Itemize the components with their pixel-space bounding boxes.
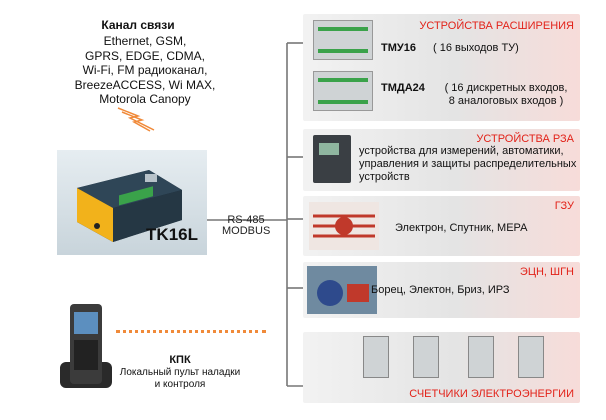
tmu16-desc: ( 16 выходов ТУ) — [433, 42, 519, 54]
bus-protocol-line: MODBUS — [222, 225, 271, 237]
comm-channel-list: Ethernet, GSM, GPRS, EDGE, CDMA, Wi-Fi, … — [45, 34, 245, 107]
meter-icon — [363, 336, 389, 378]
bus-label: RS-485 MODBUS — [222, 215, 270, 237]
comm-line: Ethernet, GSM, — [103, 34, 187, 48]
rza-desc-line: управления и защиты распределительных — [359, 158, 577, 170]
ecn-desc: Борец, Электон, Бриз, ИРЗ — [371, 284, 510, 296]
panel-rza-devices: УСТРОЙСТВА РЗА устройства для измерений,… — [303, 129, 580, 191]
panel-title: УСТРОЙСТВА РЗА — [476, 133, 574, 145]
tmda24-desc: ( 16 дискретных входов, 8 аналоговых вхо… — [435, 82, 577, 108]
comm-line: Motorola Canopy — [99, 92, 191, 106]
gzu-unit-image — [309, 202, 379, 250]
comm-channel-title: Канал связи — [101, 18, 175, 32]
tmda24-desc-line: ( 16 дискретных входов, — [444, 82, 568, 94]
controller-card: TK16L — [57, 150, 207, 255]
rza-desc-line: устройства для измерений, автоматики, — [359, 145, 564, 157]
panel-energy-meters: СЧЕТЧИКИ ЭЛЕКТРОЭНЕРГИИ — [303, 332, 580, 403]
rza-relay-image — [313, 135, 351, 183]
meter-icon — [518, 336, 544, 378]
panel-title: СЧЕТЧИКИ ЭЛЕКТРОЭНЕРГИИ — [409, 388, 574, 400]
kpk-handheld-image — [58, 300, 114, 396]
gzu-desc: Электрон, Спутник, МЕРА — [395, 222, 528, 234]
panel-title: ГЗУ — [554, 200, 574, 212]
kpk-desc-line: Локальный пульт наладки — [119, 367, 241, 378]
controller-label: TK16L — [146, 225, 198, 244]
rza-desc-line: устройств — [359, 171, 410, 183]
comm-line: Wi-Fi, FM радиоканал, — [82, 63, 208, 77]
kpk-desc: Локальный пульт наладки и контроля — [110, 367, 250, 391]
tmda24-module-image — [313, 71, 373, 111]
kpk-desc-line: и контроля — [154, 379, 206, 390]
panel-expansion-devices: УСТРОЙСТВА РАСШИРЕНИЯ ТМУ16 ( 16 выходов… — [303, 14, 580, 121]
panel-ecn-shgn: ЭЦН, ШГН Борец, Электон, Бриз, ИРЗ — [303, 262, 580, 318]
panel-gzu: ГЗУ Электрон, Спутник, МЕРА — [303, 196, 580, 256]
ecn-pump-image — [307, 266, 377, 314]
tmda24-desc-line: 8 аналоговых входов ) — [448, 95, 564, 107]
meter-icon — [413, 336, 439, 378]
tmda24-name: ТМДА24 — [381, 82, 425, 94]
panel-title: УСТРОЙСТВА РАСШИРЕНИЯ — [419, 20, 574, 32]
bus-protocol-line: RS-485 — [227, 214, 265, 226]
tmu16-name: ТМУ16 — [381, 42, 416, 54]
kpk-title: КПК — [169, 354, 191, 366]
kpk-dotted-link — [116, 330, 266, 333]
comm-line: GPRS, EDGE, CDMA, — [84, 48, 206, 63]
tmu16-module-image — [313, 20, 373, 60]
meter-icon — [468, 336, 494, 378]
controller-device-image — [77, 170, 182, 242]
comm-line: BreezeACCESS, Wi MAX, — [74, 77, 216, 92]
rza-desc: устройства для измерений, автоматики, уп… — [359, 145, 576, 184]
panel-title: ЭЦН, ШГН — [519, 266, 574, 278]
